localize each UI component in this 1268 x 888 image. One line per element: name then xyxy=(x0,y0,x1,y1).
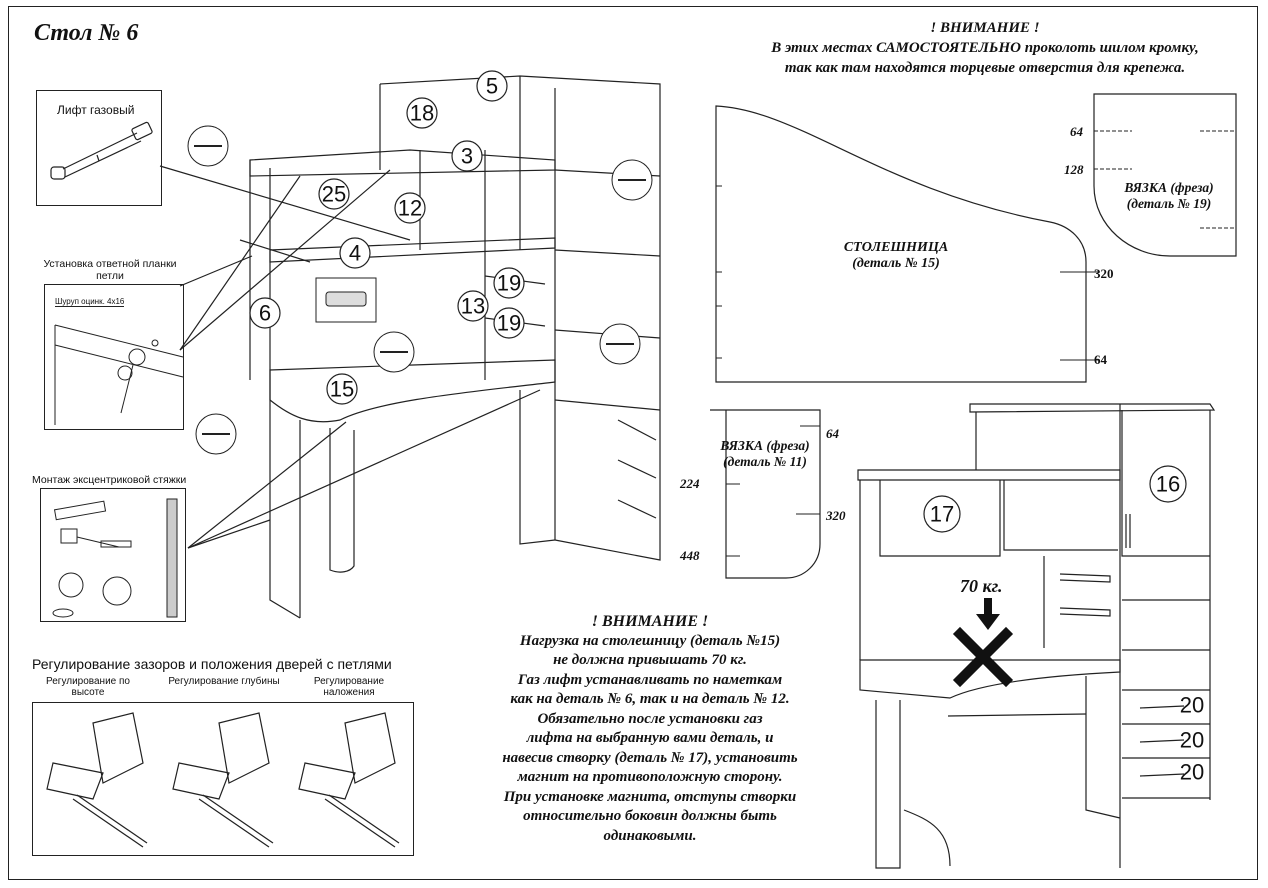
warning-top-line2: так как там находятся торцевые отверстия… xyxy=(784,60,1186,76)
page-title: Стол № 6 xyxy=(34,20,139,46)
warning-line: навесив створку (деталь № 17), установит… xyxy=(502,749,798,766)
warning-top-heading: ! ВНИМАНИЕ ! xyxy=(930,20,1040,36)
warning-line: При установке магнита, отступы створки xyxy=(503,788,797,805)
eccentric-inset xyxy=(40,488,186,622)
part-number: 12 xyxy=(398,196,422,221)
hinge-adjust-drawing xyxy=(46,712,400,848)
warning-line: Нагрузка на столешницу (деталь №15) xyxy=(519,632,781,649)
part-number: 18 xyxy=(410,101,434,126)
part-number-16: 16 xyxy=(1156,472,1180,497)
part-number-20: 20 xyxy=(1180,693,1204,718)
door-adjust-item-1: Регулирование по высоте xyxy=(36,676,140,698)
part-number-20: 20 xyxy=(1180,728,1204,753)
eccentric-drawing xyxy=(52,498,178,618)
hinge-overlay xyxy=(298,712,400,848)
door-adjust-item-2-line1: Регулирование глубины xyxy=(168,676,280,687)
gas-lift-inset: Лифт газовый xyxy=(36,90,162,206)
warning-line: относительно боковин должны быть xyxy=(523,808,777,824)
warning-top: ! ВНИМАНИЕ ! В этих местах САМОСТОЯТЕЛЬН… xyxy=(690,18,1268,78)
warning-line: лифта на выбранную вами деталь, и xyxy=(526,730,774,746)
tabletop-name: СТОЛЕШНИЦА xyxy=(843,240,949,255)
magnet-icon xyxy=(325,291,367,307)
binding11-dim-320: 320 xyxy=(826,508,846,523)
warning-line: Обязательно после установки газ xyxy=(537,710,763,727)
load-arrow xyxy=(976,598,1000,630)
warning-line: одинаковыми. xyxy=(603,827,697,844)
hinge-strip-label-line1: Установка ответной планки xyxy=(43,258,177,270)
hinge-strip-drawing xyxy=(54,324,184,425)
hinge-height xyxy=(46,712,148,848)
part-number-20: 20 xyxy=(1180,760,1204,785)
door-adjust-inset xyxy=(32,702,414,856)
binding19-dim-128: 128 xyxy=(1064,162,1084,177)
door-adjust-item-3-line2: наложения xyxy=(323,687,375,698)
tabletop-dim-64: 64 xyxy=(1094,352,1107,367)
gas-lift-icon xyxy=(50,121,153,180)
tabletop-detail: (деталь № 15) xyxy=(852,256,940,271)
warning-line: не должна привышать 70 кг. xyxy=(553,652,747,668)
load-label: 70 кг. xyxy=(960,576,1003,596)
eccentric-label: Монтаж эксцентриковой стяжки xyxy=(32,474,187,486)
part-number: 5 xyxy=(486,74,498,99)
binding11-dim-64: 64 xyxy=(826,426,839,441)
door-adjust-item-3-line1: Регулирование xyxy=(313,676,385,687)
door-adjust-item-1-line2: высоте xyxy=(71,687,105,698)
binding19-name: ВЯЗКА (фреза) xyxy=(1124,180,1214,195)
warning-line: магнит на противоположную сторону. xyxy=(517,769,783,785)
binding19-dim-64: 64 xyxy=(1070,124,1083,139)
part-number: 6 xyxy=(259,301,271,326)
screw-label: Шуруп оцинк. 4х16 xyxy=(55,297,125,307)
part-number: 19 xyxy=(497,311,521,336)
warning-bottom: ! ВНИМАНИЕ ! Нагрузка на столешницу (дет… xyxy=(440,612,860,846)
warning-line: как на деталь № 6, так и на деталь № 12. xyxy=(510,691,790,707)
door-adjust-item-3: Регулирование наложения xyxy=(304,676,394,698)
part-number: 15 xyxy=(330,377,354,402)
binding19-detail: (деталь № 19) xyxy=(1126,196,1212,211)
warning-top-line1: В этих местах САМОСТОЯТЕЛЬНО проколоть ш… xyxy=(771,40,1199,56)
part-number: 13 xyxy=(461,294,485,319)
part-number: 19 xyxy=(497,271,521,296)
binding19-label: ВЯЗКА (фреза) (деталь № 19) xyxy=(1104,180,1234,212)
part-number-17: 17 xyxy=(930,502,954,527)
binding11-dim-448: 448 xyxy=(680,548,700,563)
hinge-strip-inset: Шуруп оцинк. 4х16 xyxy=(44,284,184,430)
warning-bottom-heading: ! ВНИМАНИЕ ! xyxy=(591,613,709,630)
page-border xyxy=(8,6,1258,880)
part-number: 4 xyxy=(349,241,361,266)
tabletop-label: СТОЛЕШНИЦА (деталь № 15) xyxy=(822,240,970,272)
binding11-name: ВЯЗКА (фреза) xyxy=(720,438,810,453)
part-number: 25 xyxy=(322,182,346,207)
door-adjust-title: Регулирование зазоров и положения дверей… xyxy=(32,656,392,672)
hinge-depth xyxy=(172,712,274,848)
binding11-dim-224: 224 xyxy=(680,476,700,491)
warning-line: Газ лифт устанавливать по наметкам xyxy=(517,671,783,688)
hinge-strip-label: Установка ответной планки петли xyxy=(30,258,190,282)
binding11-label: ВЯЗКА (фреза) (деталь № 11) xyxy=(706,438,824,470)
hinge-strip-label-line2: петли xyxy=(96,270,124,282)
door-adjust-item-1-line1: Регулирование по xyxy=(46,676,130,687)
tabletop-dim-320: 320 xyxy=(1094,266,1114,281)
no-overload-mark xyxy=(952,626,1014,688)
door-adjust-item-2: Регулирование глубины xyxy=(156,676,292,687)
gas-lift-label: Лифт газовый xyxy=(57,103,135,117)
part-number: 3 xyxy=(461,144,473,169)
binding11-detail: (деталь № 11) xyxy=(723,454,807,469)
